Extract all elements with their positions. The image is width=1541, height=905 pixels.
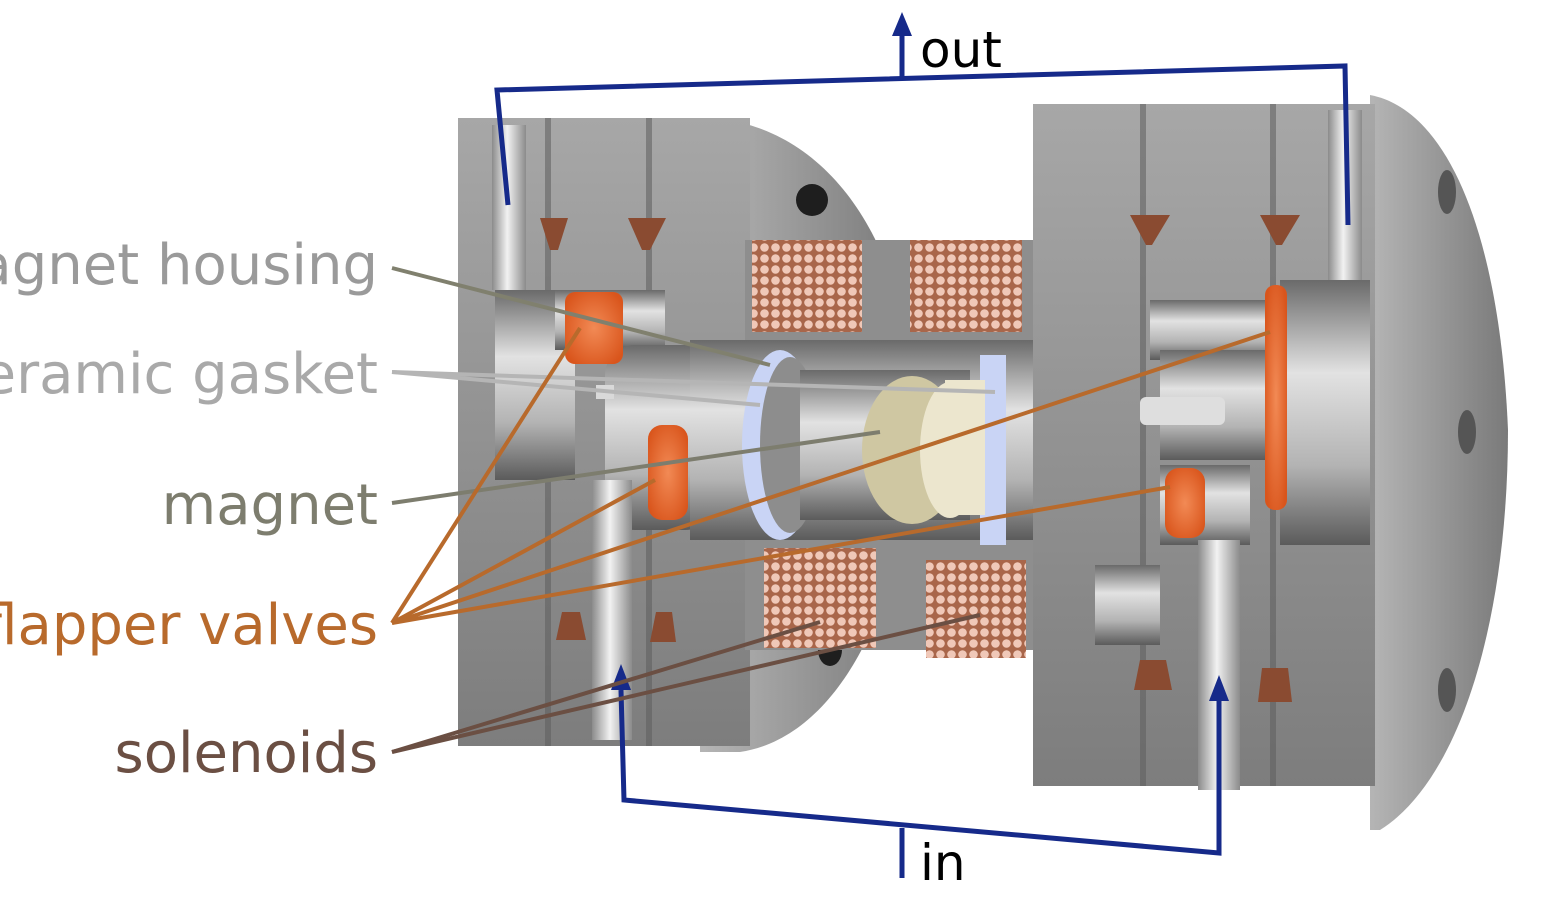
bolt-hole (1458, 410, 1476, 454)
bolt-hole (1438, 668, 1456, 712)
copper-seal (1134, 660, 1172, 690)
copper-seal (1260, 215, 1300, 245)
inlet-flow-line (618, 689, 1222, 856)
copper-seal (540, 218, 568, 250)
bolt-hole (796, 184, 828, 216)
copper-seal (650, 612, 676, 642)
leader-lines (390, 266, 1271, 754)
arrow-up-icon (1209, 675, 1229, 701)
left-outlet-pipe (492, 125, 526, 290)
copper-seal (628, 218, 666, 250)
bolt-hole (1438, 170, 1456, 214)
copper-seal (1258, 668, 1292, 702)
solenoid-coil (752, 240, 862, 332)
outlet-flow-line (494, 63, 1351, 226)
label-magnet-housing: magnet housing (0, 233, 378, 298)
flow-path (494, 28, 1351, 878)
flapper-valve (1165, 468, 1205, 538)
flapper-valve (648, 425, 688, 520)
flapper-valve (1265, 285, 1287, 510)
arrow-up-icon (892, 12, 912, 36)
right-flange-disc (1370, 95, 1508, 830)
pump-hardware (458, 95, 1508, 830)
copper-seal (1130, 215, 1170, 245)
solenoid-coil (910, 240, 1022, 332)
label-solenoids: solenoids (115, 721, 378, 786)
copper-seal (556, 612, 586, 640)
solenoid-coil (926, 560, 1026, 658)
label-ceramic-gasket: ceramic gasket (0, 342, 378, 407)
label-out: out (920, 21, 1002, 79)
label-flapper-valves: flapper valves (0, 593, 378, 658)
label-magnet: magnet (162, 473, 378, 538)
flapper-valve (565, 292, 623, 364)
label-in: in (920, 834, 966, 892)
